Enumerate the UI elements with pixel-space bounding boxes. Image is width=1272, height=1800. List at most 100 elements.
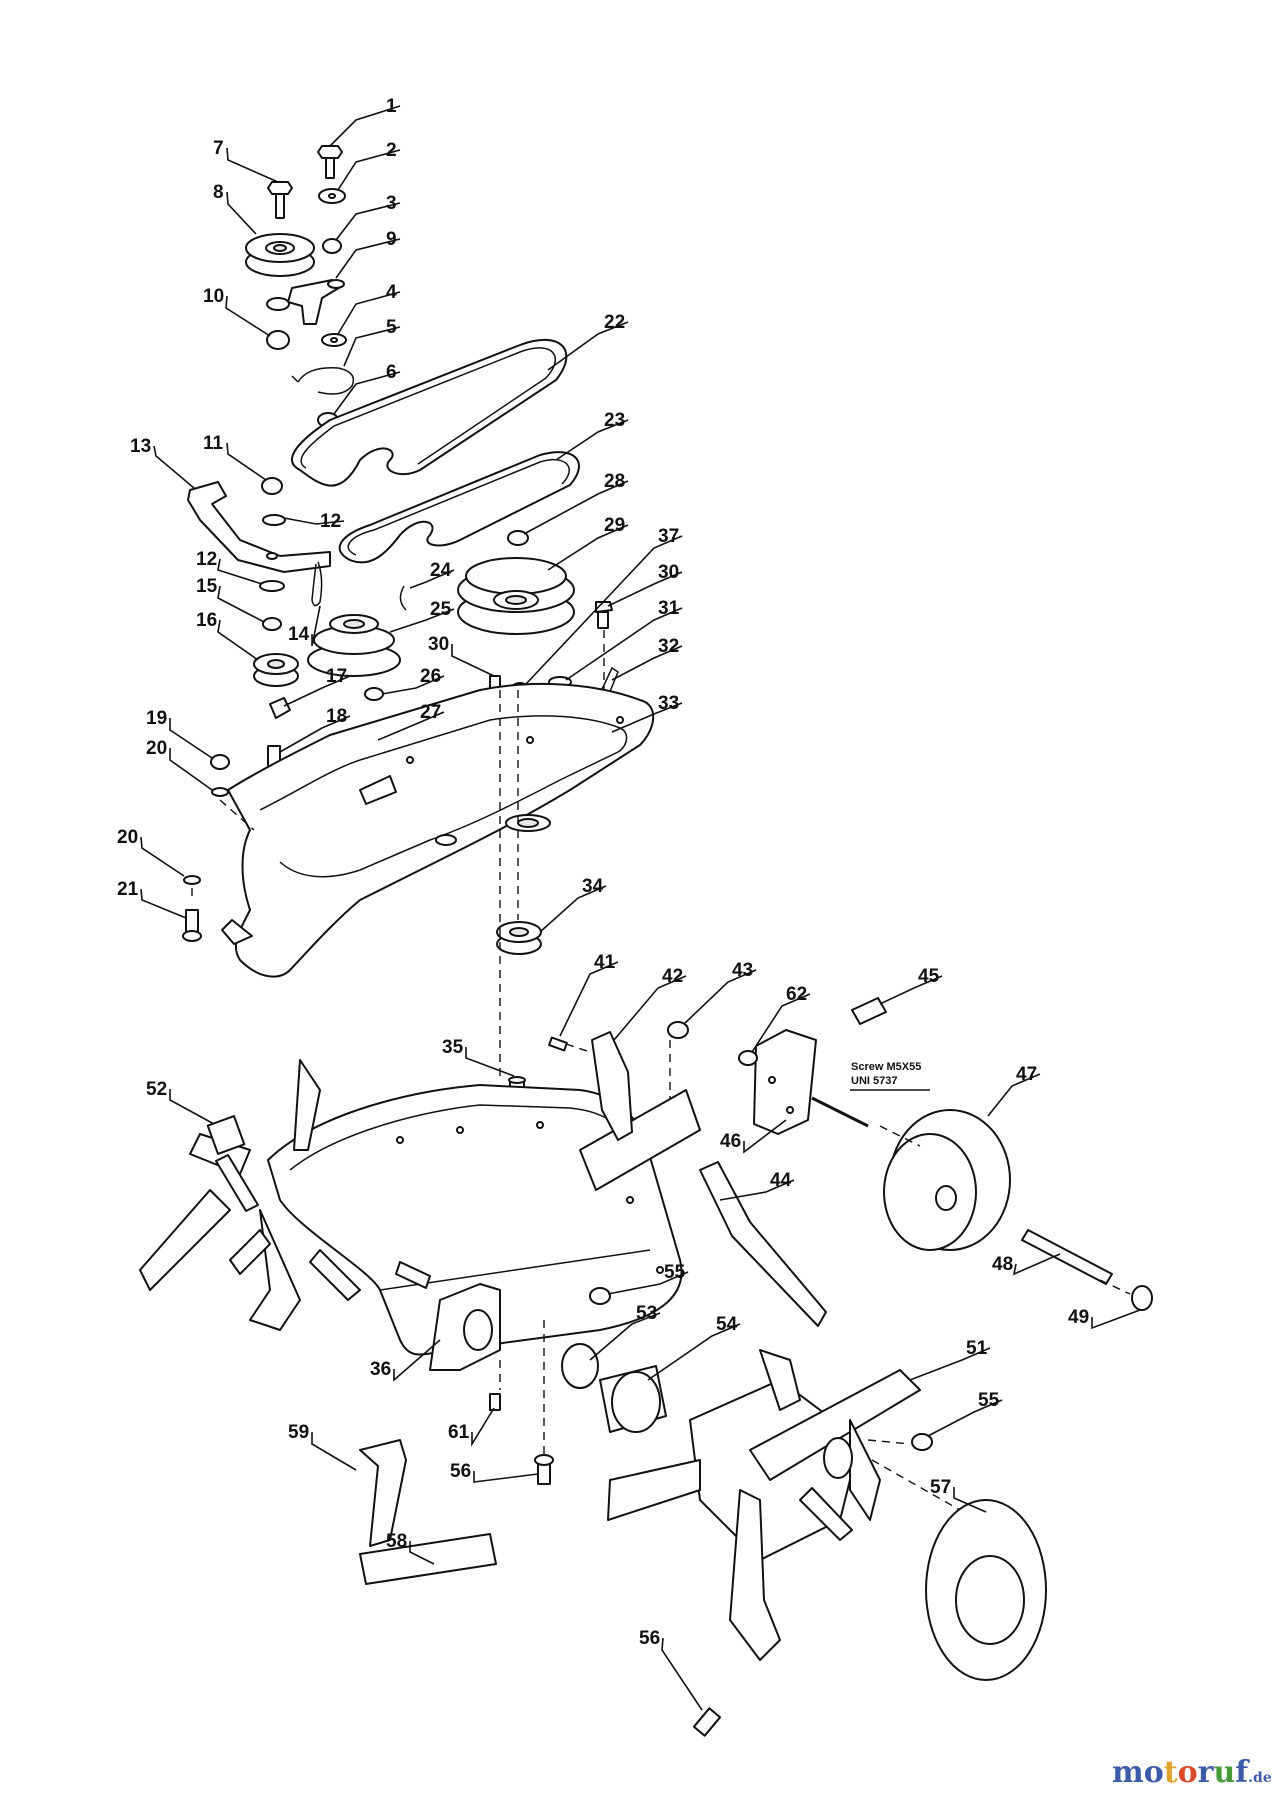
- leader-line-c23: [555, 419, 629, 461]
- callout-24: 24: [430, 560, 452, 581]
- leader-line-c56b: [661, 1637, 703, 1711]
- watermark-letter: o: [1178, 1755, 1198, 1790]
- callout-30: 30: [428, 634, 449, 655]
- leader-line-c22: [547, 321, 629, 371]
- drive-belts: [290, 339, 580, 564]
- leader-line-c7: [226, 147, 279, 183]
- watermark-suffix: .de: [1248, 1770, 1272, 1786]
- leader-line-c28: [523, 480, 629, 535]
- right-tines: [359, 1287, 1047, 1737]
- leader-line-c58: [409, 1541, 435, 1565]
- leader-line-c53: [589, 1312, 661, 1361]
- callout-2: 2: [386, 140, 397, 161]
- leader-line-c5: [343, 326, 401, 367]
- leader-line-c1: [329, 105, 401, 147]
- belt-housing: [182, 682, 655, 978]
- leader-line-c8: [226, 191, 257, 235]
- leader-line-c45: [879, 975, 943, 1005]
- callout-34: 34: [582, 876, 604, 897]
- callout-18: 18: [326, 706, 347, 727]
- leader-line-c16: [217, 619, 259, 661]
- tine-gearbox-housing: [267, 1076, 701, 1371]
- leader-line-c62: [751, 993, 811, 1053]
- leader-line-c33: [611, 702, 683, 733]
- callout-53: 53: [636, 1303, 657, 1324]
- callout-32: 32: [658, 636, 679, 657]
- leader-line-c57: [953, 1487, 987, 1513]
- wheel-bracket-assembly: [548, 997, 1153, 1327]
- screw-note-line1: Screw M5X55: [851, 1061, 921, 1073]
- callout-36: 36: [370, 1359, 391, 1380]
- leader-line-c46: [743, 1119, 787, 1154]
- leader-line-c15: [217, 585, 265, 623]
- leader-line-c48: [1012, 1253, 1061, 1276]
- callout-61: 61: [448, 1422, 470, 1443]
- leader-line-c36: [393, 1339, 441, 1382]
- leader-line-c59: [311, 1432, 357, 1471]
- callout-25: 25: [430, 599, 452, 620]
- callout-15: 15: [196, 576, 218, 597]
- main-pulley: [457, 530, 619, 708]
- callout-4: 4: [386, 282, 397, 303]
- callout-14: 14: [288, 624, 310, 645]
- callout-10: 10: [203, 286, 224, 307]
- callout-3: 3: [386, 193, 397, 214]
- callout-19: 19: [146, 708, 167, 729]
- callout-9: 9: [386, 229, 397, 250]
- leader-line-c43: [683, 969, 757, 1025]
- leader-line-c55a: [607, 1271, 689, 1295]
- callout-26: 26: [420, 666, 441, 687]
- watermark-letter: r: [1198, 1755, 1215, 1790]
- callout-55: 55: [978, 1390, 1000, 1411]
- leader-line-c6: [333, 371, 401, 415]
- leader-line-c61: [471, 1407, 495, 1447]
- watermark-letter: o: [1144, 1755, 1164, 1790]
- leader-line-c3: [335, 202, 401, 241]
- leader-line-c34: [539, 885, 607, 933]
- leader-line-c37: [525, 535, 683, 685]
- callout-43: 43: [732, 960, 753, 981]
- leader-line-c52: [169, 1089, 215, 1125]
- watermark-letter: f: [1235, 1755, 1250, 1790]
- callout-7: 7: [213, 138, 224, 159]
- callout-27: 27: [420, 702, 441, 723]
- leader-line-c4: [337, 291, 401, 335]
- callout-22: 22: [604, 312, 625, 333]
- leader-line-c35: [465, 1047, 515, 1077]
- callout-41: 41: [594, 952, 616, 973]
- leader-line-c29: [547, 524, 629, 571]
- callout-37: 37: [658, 526, 679, 547]
- screw-note-line2: UNI 5737: [851, 1075, 897, 1087]
- callout-54: 54: [716, 1314, 738, 1335]
- leader-line-c54: [647, 1323, 741, 1381]
- left-tines: [139, 1059, 431, 1331]
- callout-33: 33: [658, 693, 679, 714]
- callout-20: 20: [146, 738, 167, 759]
- callout-49: 49: [1068, 1307, 1089, 1328]
- callout-47: 47: [1016, 1064, 1037, 1085]
- svg-text:motoruf.de: motoruf.de: [1112, 1755, 1272, 1790]
- callout-23: 23: [604, 410, 625, 431]
- callout-20: 20: [117, 827, 138, 848]
- callout-29: 29: [604, 515, 625, 536]
- watermark-letter: m: [1112, 1755, 1144, 1790]
- callout-13: 13: [130, 436, 151, 457]
- callout-42: 42: [662, 966, 683, 987]
- leader-line-c47: [987, 1073, 1041, 1117]
- leader-line-c32: [611, 645, 683, 681]
- leader-line-c18: [279, 715, 351, 753]
- callout-6: 6: [386, 362, 397, 383]
- leader-line-c20a: [169, 748, 213, 791]
- leader-line-c11: [226, 442, 267, 481]
- callout-55: 55: [664, 1262, 686, 1283]
- callout-62: 62: [786, 984, 807, 1005]
- callout-31: 31: [658, 598, 680, 619]
- callout-16: 16: [196, 610, 217, 631]
- leader-line-c12b: [217, 558, 263, 585]
- leader-line-c9: [335, 238, 401, 279]
- leader-line-c42: [613, 975, 687, 1041]
- leader-line-c27: [377, 711, 445, 741]
- leader-line-c14: [311, 605, 321, 647]
